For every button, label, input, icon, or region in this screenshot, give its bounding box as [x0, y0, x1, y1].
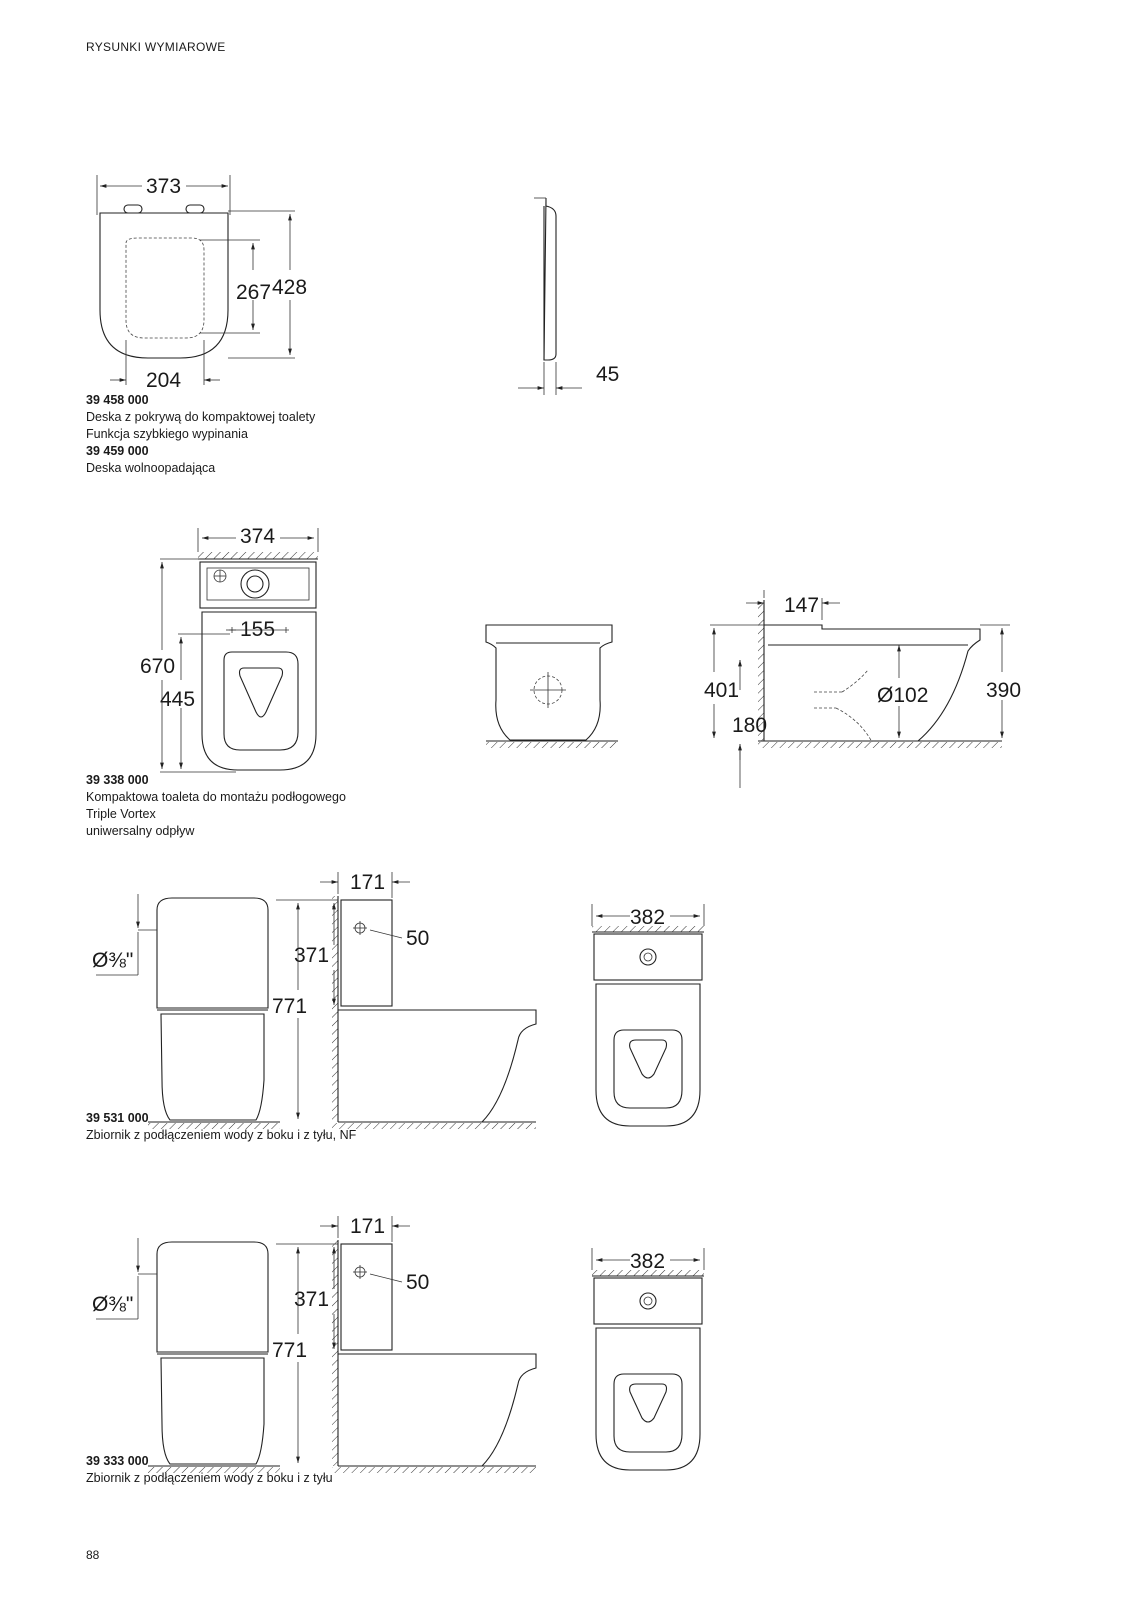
dim-seat-height: 401	[704, 679, 739, 702]
dim-toilet-length: 670	[140, 655, 175, 678]
product-code: 39 459 000	[86, 444, 149, 458]
dim-outlet-diameter: Ø102	[877, 684, 928, 707]
caption-tank: 39 333 000 Zbiornik z podłączeniem wody …	[86, 1453, 333, 1487]
dim-seat-width: 373	[146, 175, 181, 198]
product-code: 39 458 000	[86, 393, 149, 407]
dim-rim-height: 390	[986, 679, 1021, 702]
dim-wall-offset: 147	[784, 594, 819, 617]
product-code: 39 531 000	[86, 1111, 149, 1125]
caption-compact-toilet: 39 338 000 Kompaktowa toaleta do montażu…	[86, 772, 346, 840]
tank-nf-front-view	[96, 894, 280, 1129]
dim-seat-inner-width: 204	[146, 369, 181, 392]
dim-total-height: 771	[272, 995, 307, 1018]
tank-top-view	[591, 1248, 705, 1471]
dim-tank-width: 382	[630, 1250, 665, 1273]
dim-seat-length: 428	[272, 276, 307, 299]
product-description: Deska z pokrywą do kompaktowej toalety	[86, 410, 316, 424]
seat-top-view	[96, 175, 295, 385]
product-code: 39 333 000	[86, 1454, 149, 1468]
product-description: Zbiornik z podłączeniem wody z boku i z …	[86, 1471, 333, 1485]
dim-tank-height: 371	[294, 944, 329, 967]
dim-toilet-width: 374	[240, 525, 275, 548]
dim-tank-depth: 171	[350, 1215, 385, 1238]
toilet-side-view	[710, 590, 1010, 788]
toilet-top-view	[160, 528, 319, 773]
dim-seat-thickness: 45	[596, 363, 619, 386]
dim-fixing-depth: 445	[160, 688, 195, 711]
product-feature: uniwersalny odpływ	[86, 824, 195, 838]
product-code: 39 338 000	[86, 773, 149, 787]
tank-nf-side-view	[276, 872, 537, 1129]
product-description: Zbiornik z podłączeniem wody z boku i z …	[86, 1128, 357, 1142]
tank-front-view	[96, 1238, 280, 1473]
product-feature: Triple Vortex	[86, 807, 156, 821]
dim-water-inlet: Ø⅜"	[92, 1293, 133, 1316]
toilet-front-view	[485, 624, 618, 748]
page-number: 88	[86, 1548, 100, 1562]
dim-total-height: 771	[272, 1339, 307, 1362]
caption-tank-nf: 39 531 000 Zbiornik z podłączeniem wody …	[86, 1110, 356, 1144]
product-description: Kompaktowa toaleta do montażu podłogoweg…	[86, 790, 346, 804]
tank-side-view	[276, 1216, 537, 1473]
dim-tank-width: 382	[630, 906, 665, 929]
product-description: Deska wolnoopadająca	[86, 461, 216, 475]
tank-nf-top-view	[591, 904, 705, 1127]
dim-inlet-offset: 50	[406, 927, 429, 950]
dim-fixing-spacing: 155	[240, 618, 275, 641]
caption-seat: 39 458 000 Deska z pokrywą do kompaktowe…	[86, 392, 315, 477]
product-feature: Funkcja szybkiego wypinania	[86, 427, 248, 441]
dim-tank-height: 371	[294, 1288, 329, 1311]
dim-outlet-height: 180	[732, 714, 767, 737]
dim-inlet-offset: 50	[406, 1271, 429, 1294]
dim-water-inlet: Ø⅜"	[92, 949, 133, 972]
page-header: RYSUNKI WYMIAROWE	[86, 40, 226, 54]
dim-tank-depth: 171	[350, 871, 385, 894]
seat-side-view	[518, 197, 582, 395]
dim-seat-inner-length: 267	[236, 281, 271, 304]
